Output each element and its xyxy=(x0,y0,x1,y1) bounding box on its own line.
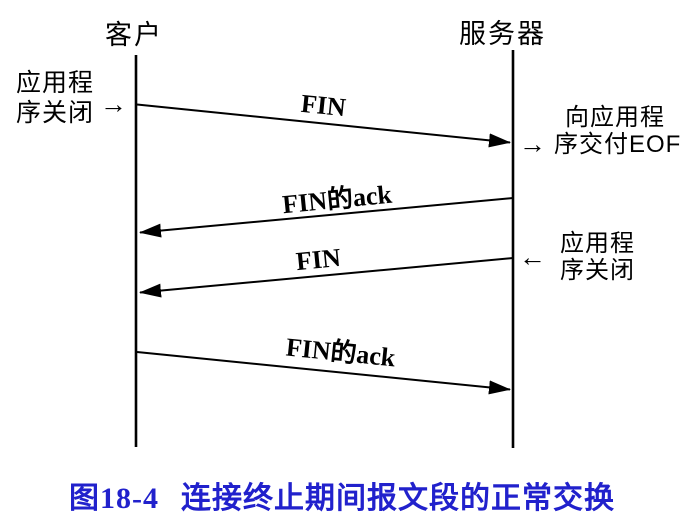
figure-number: 图18-4 xyxy=(69,482,159,515)
left-arrow-icon: ← xyxy=(519,242,546,272)
annotation-server-app-close: 应用程 序关闭 xyxy=(560,230,635,284)
annotation-line: 序交付EOF xyxy=(554,131,682,158)
annotation-line: 应用程 xyxy=(560,230,635,257)
right-arrow-icon: → xyxy=(100,89,127,119)
message-arrow-finack-1 xyxy=(139,197,514,238)
annotation-line: 应用程 xyxy=(16,69,95,97)
annotation-line: 序关闭 xyxy=(560,257,635,284)
figure-caption: 图18-4 连接终止期间报文段的正常交换 xyxy=(0,473,684,517)
right-arrow-icon: → xyxy=(519,129,546,159)
participant-label-server: 服务器 xyxy=(459,19,546,49)
message-label-fin-2: FIN xyxy=(294,242,343,277)
annotation-line: 序关闭 xyxy=(16,99,95,127)
message-arrow-fin-2 xyxy=(139,257,514,298)
annotation-client-app-close: 应用程 序关闭 xyxy=(16,68,94,128)
message-label-fin-1: FIN xyxy=(299,88,348,123)
figure-title: 连接终止期间报文段的正常交换 xyxy=(181,482,615,515)
message-arrow-finack-2 xyxy=(136,351,511,395)
annotation-server-deliver-eof: 向应用程 序交付EOF xyxy=(554,104,681,158)
annotation-line: 向应用程 xyxy=(565,104,665,131)
participant-label-client: 客户 xyxy=(105,20,163,50)
message-arrow-fin-1 xyxy=(136,103,511,148)
